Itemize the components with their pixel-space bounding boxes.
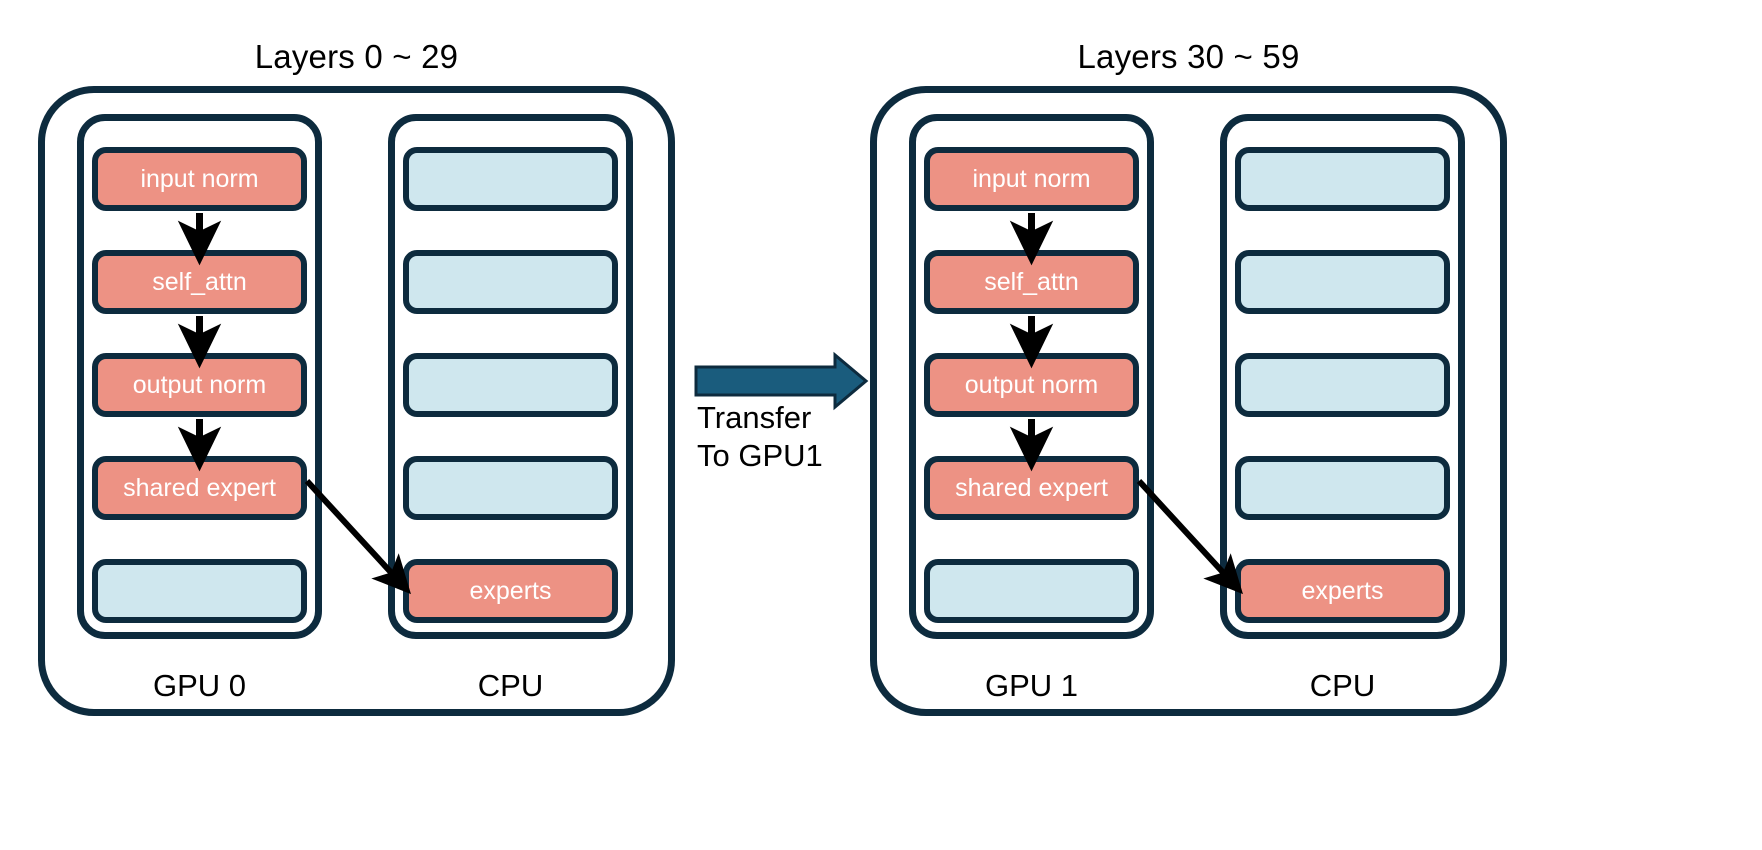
block-gpu1-1[interactable]: self_attn — [924, 250, 1139, 314]
block-cpu1-1[interactable] — [1235, 250, 1450, 314]
group-title-left: Layers 0 ~ 29 — [254, 38, 459, 75]
block-cpu0-1[interactable] — [403, 250, 618, 314]
block-gpu1-0[interactable]: input norm — [924, 147, 1139, 211]
block-cpu0-3[interactable] — [403, 456, 618, 520]
device-caption-cpu0: CPU — [477, 668, 544, 703]
block-cpu0-0[interactable] — [403, 147, 618, 211]
block-cpu1-3[interactable] — [1235, 456, 1450, 520]
device-caption-cpu1: CPU — [1309, 668, 1376, 703]
block-gpu0-2[interactable]: output norm — [92, 353, 307, 417]
block-gpu0-1[interactable]: self_attn — [92, 250, 307, 314]
block-cpu0-2[interactable] — [403, 353, 618, 417]
group-title-right: Layers 30 ~ 59 — [1077, 38, 1300, 75]
block-cpu1-2[interactable] — [1235, 353, 1450, 417]
device-caption-gpu1: GPU 1 — [984, 668, 1079, 703]
block-gpu0-0[interactable]: input norm — [92, 147, 307, 211]
device-caption-gpu0: GPU 0 — [152, 668, 247, 703]
block-cpu0-4[interactable]: experts — [403, 559, 618, 623]
block-gpu0-4[interactable] — [92, 559, 307, 623]
transfer-label-line1: Transfer — [697, 400, 812, 435]
block-gpu1-3[interactable]: shared expert — [924, 456, 1139, 520]
transfer-label-line2: To GPU1 — [697, 438, 823, 473]
block-cpu1-0[interactable] — [1235, 147, 1450, 211]
block-gpu1-2[interactable]: output norm — [924, 353, 1139, 417]
block-gpu0-3[interactable]: shared expert — [92, 456, 307, 520]
block-cpu1-4[interactable]: experts — [1235, 559, 1450, 623]
block-gpu1-4[interactable] — [924, 559, 1139, 623]
